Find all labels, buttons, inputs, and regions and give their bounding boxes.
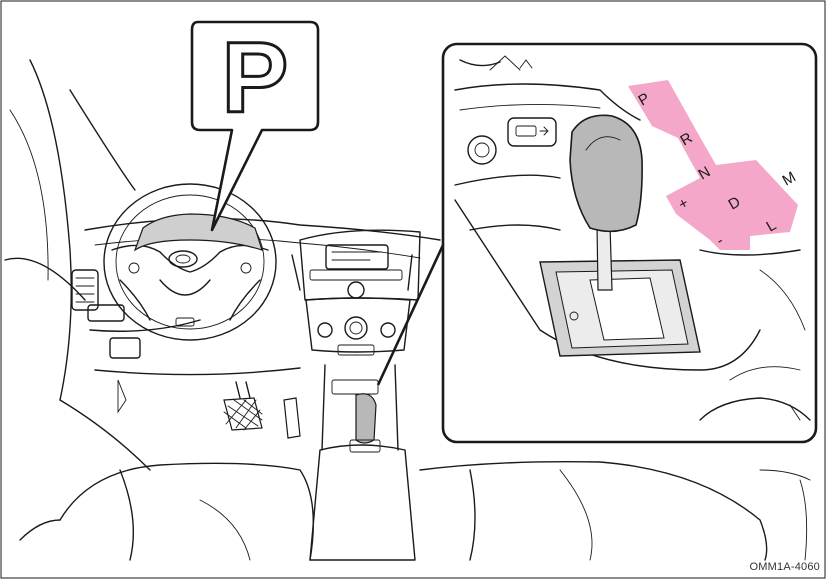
shifter-detail-callout: P R N D L + - M bbox=[378, 44, 816, 442]
gear-indicator-letter: P bbox=[222, 22, 289, 134]
shifter-detail-panel bbox=[443, 44, 816, 442]
figure-reference-code: OMM1A-4060 bbox=[750, 561, 820, 573]
